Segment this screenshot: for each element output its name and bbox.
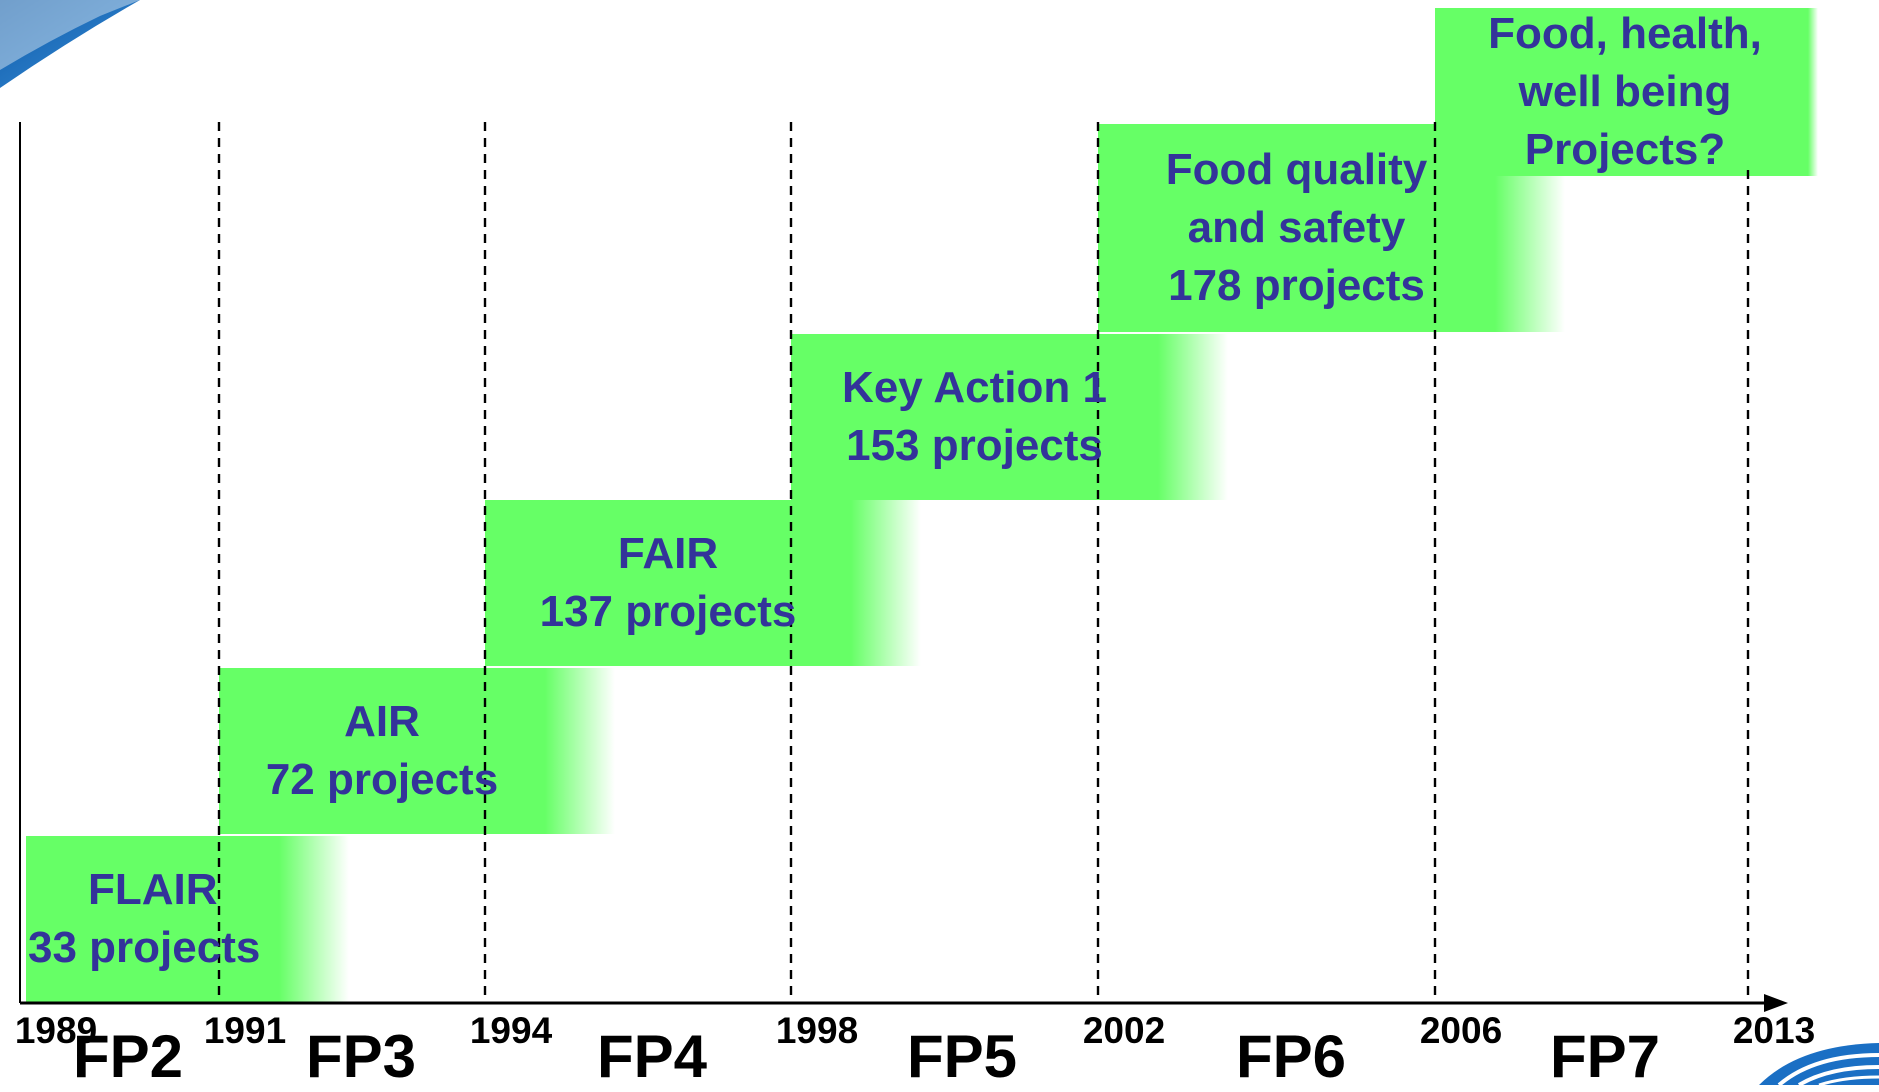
step-label-line: Projects? bbox=[1524, 125, 1726, 174]
step-label-line: 72 projects bbox=[265, 755, 499, 804]
year-label-1989: 1989 bbox=[14, 1010, 98, 1051]
step-label-line: FLAIR bbox=[88, 865, 218, 914]
programme-label-fp6: FP6 bbox=[1235, 1023, 1347, 1090]
step-box-fade-fp4 bbox=[851, 500, 921, 666]
step-box-fp7 bbox=[1435, 8, 1808, 176]
step-label-line: Key Action 1 bbox=[842, 363, 1107, 412]
programme-label-fp4: FP4 bbox=[596, 1023, 708, 1090]
step-label-line: 33 projects bbox=[28, 923, 261, 972]
step-label-line: FAIR bbox=[617, 529, 719, 578]
top-left-swoosh-logo bbox=[0, 0, 140, 88]
step-label-line: and safety bbox=[1187, 203, 1406, 252]
step-box-fade-fp2 bbox=[279, 836, 349, 1002]
step-label-line: 153 projects bbox=[846, 421, 1103, 470]
step-box-fp3 bbox=[219, 668, 545, 834]
step-box-fp6 bbox=[1098, 124, 1495, 332]
time-axis-arrowhead bbox=[1764, 994, 1788, 1012]
programme-label-fp5: FP5 bbox=[906, 1023, 1018, 1090]
bottom-right-logo bbox=[1759, 1043, 1879, 1085]
year-label-1994: 1994 bbox=[469, 1010, 553, 1051]
year-label-1991: 1991 bbox=[203, 1010, 287, 1051]
step-box-fp2 bbox=[26, 836, 279, 1002]
year-label-1998: 1998 bbox=[775, 1010, 859, 1051]
step-label-fp4: FAIR 137 projects bbox=[495, 525, 841, 641]
year-label-2006: 2006 bbox=[1419, 1010, 1503, 1051]
step-label-fp2: FLAIR 33 projects bbox=[28, 861, 261, 977]
step-label-fp3: AIR 72 projects bbox=[229, 693, 535, 809]
step-box-fade-fp7 bbox=[1808, 8, 1818, 176]
year-label-2013: 2013 bbox=[1732, 1010, 1816, 1051]
step-label-fp6: Food quality and safety 178 projects bbox=[1108, 141, 1485, 315]
step-label-line: AIR bbox=[344, 697, 420, 746]
year-label-2002: 2002 bbox=[1082, 1010, 1166, 1051]
step-label-line: Food, health, bbox=[1488, 9, 1762, 58]
programme-label-fp2: FP2 bbox=[72, 1023, 184, 1090]
step-label-line: 178 projects bbox=[1168, 261, 1425, 310]
programme-label-fp3: FP3 bbox=[305, 1023, 417, 1090]
step-label-fp5: Key Action 1 153 projects bbox=[801, 359, 1148, 475]
programme-label-fp7: FP7 bbox=[1549, 1023, 1661, 1090]
step-box-fade-fp3 bbox=[545, 668, 615, 834]
step-box-fade-fp5 bbox=[1158, 334, 1228, 500]
step-label-line: well being bbox=[1518, 67, 1732, 116]
step-label-line: Food quality bbox=[1165, 145, 1428, 194]
step-label-line: 137 projects bbox=[539, 587, 797, 636]
